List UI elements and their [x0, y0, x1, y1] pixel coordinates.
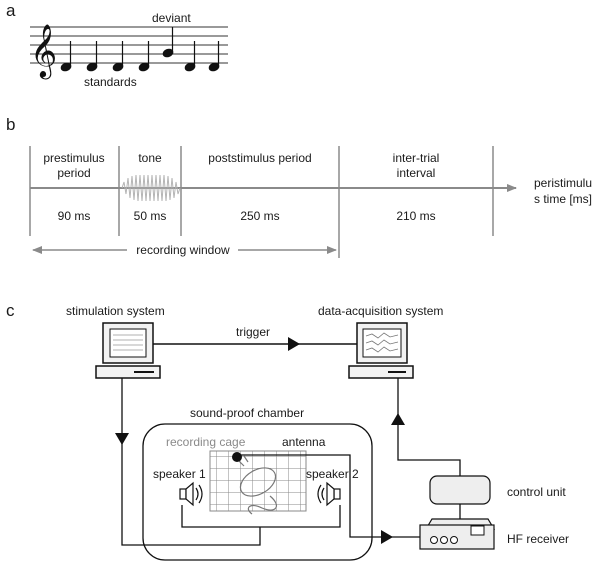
segment-prestimulus: prestimulus period 90 ms — [43, 151, 104, 223]
stimulation-arrow — [115, 433, 129, 445]
recording-window-label: recording window — [136, 243, 230, 257]
timeline — [29, 146, 517, 258]
panel-b-label: b — [6, 115, 15, 134]
speaker-wiring — [181, 505, 341, 528]
standards-label: standards — [84, 75, 137, 89]
hf-receiver — [419, 518, 496, 550]
stimulation-computer — [95, 322, 161, 379]
speaker-2-label: speaker 2 — [306, 467, 359, 481]
sound-proof-chamber-label: sound-proof chamber — [190, 406, 304, 420]
axis-label: peristimulu — [534, 176, 592, 190]
acquisition-arrow — [391, 413, 405, 425]
sound-proof-chamber — [142, 423, 373, 561]
note-standard — [86, 41, 98, 72]
segment-label: interval — [397, 166, 436, 180]
deviant-label: deviant — [152, 11, 191, 25]
panel-c-label: c — [6, 301, 15, 320]
recording-cage — [209, 450, 307, 515]
antenna-label: antenna — [282, 435, 326, 449]
segment-duration: 90 ms — [58, 209, 91, 223]
data-acquisition-system-label: data-acquisition system — [318, 304, 443, 318]
recording-window: recording window — [32, 243, 337, 257]
segment-label: period — [57, 166, 90, 180]
control-unit — [429, 475, 491, 505]
segment-dividers — [29, 146, 494, 258]
note-standard — [184, 41, 196, 72]
segment-duration: 250 ms — [240, 209, 279, 223]
antenna-arrow — [381, 530, 393, 544]
treble-clef-icon: 𝄞 — [30, 23, 57, 79]
hf-receiver-label: HF receiver — [507, 532, 569, 546]
segment-duration: 210 ms — [396, 209, 435, 223]
speaker-1-icon — [179, 481, 203, 507]
note-standard — [112, 41, 124, 72]
control-acquisition-link — [397, 378, 461, 476]
speaker-1-label: speaker 1 — [153, 467, 206, 481]
note-standard — [60, 41, 72, 72]
axis-label: s time [ms] — [534, 192, 592, 206]
note-standard — [138, 41, 150, 72]
segment-label: tone — [138, 151, 162, 165]
stimulation-output-wire — [121, 378, 261, 546]
data-acquisition-computer — [348, 322, 414, 379]
segment-label: poststimulus period — [208, 151, 311, 165]
antenna-node — [232, 452, 242, 462]
recording-cage-label: recording cage — [166, 435, 246, 449]
segment-inter-trial: inter-trial interval 210 ms — [393, 151, 440, 223]
speaker-2-icon — [317, 481, 341, 507]
segment-label: inter-trial — [393, 151, 440, 165]
note-standard — [208, 41, 220, 72]
segment-duration: 50 ms — [134, 209, 167, 223]
panel-a-label: a — [6, 1, 16, 20]
segment-label: prestimulus — [43, 151, 104, 165]
stimulation-system-label: stimulation system — [66, 304, 165, 318]
segment-tone: tone 50 ms — [134, 151, 167, 223]
segment-poststimulus: poststimulus period 250 ms — [208, 151, 311, 223]
music-staff: 𝄞 — [30, 23, 228, 79]
trigger-label: trigger — [236, 325, 270, 339]
standard-notes — [60, 27, 220, 72]
trigger-connection — [153, 337, 357, 351]
control-unit-label: control unit — [507, 485, 566, 499]
note-deviant — [162, 27, 174, 58]
tone-waveform — [121, 174, 181, 202]
